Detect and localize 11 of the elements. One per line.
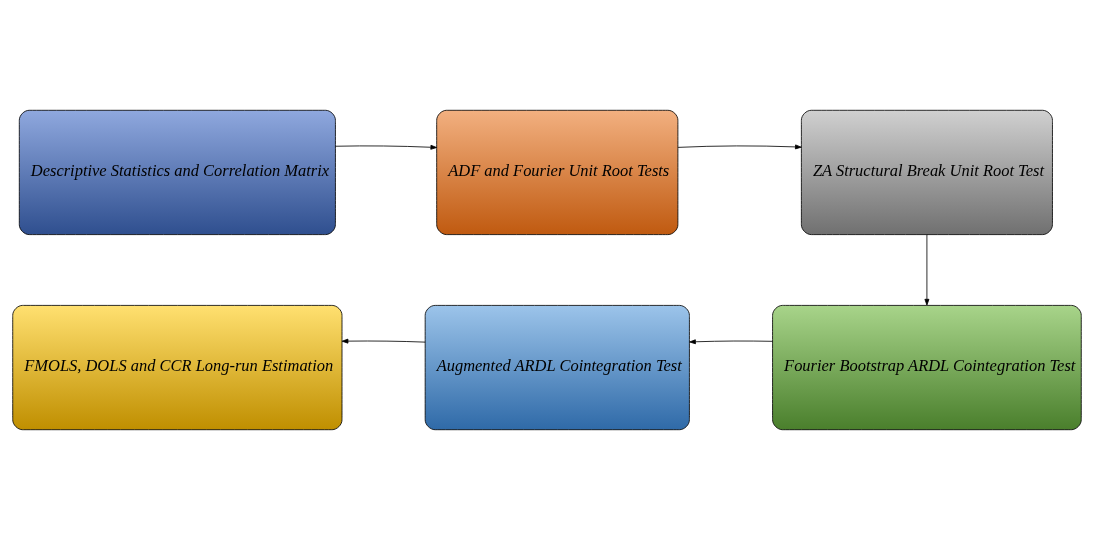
node-box: FMOLS, DOLS and CCR Long-run Estimation (12, 305, 343, 431)
arrow (677, 144, 802, 150)
node-box: ZA Structural Break Unit Root Test (800, 109, 1053, 235)
arrow (689, 339, 773, 345)
node-box: Fourier Bootstrap ARDL Cointegration Test (772, 305, 1082, 431)
node-box: Augmented ARDL Cointegration Test (424, 305, 690, 431)
node-box: ADF and Fourier Unit Root Tests (436, 109, 679, 235)
arrow (341, 338, 426, 344)
arrow (335, 144, 438, 150)
arrow (924, 234, 930, 306)
node-box: Descriptive Statistics and Correlation Matrix (18, 109, 336, 235)
